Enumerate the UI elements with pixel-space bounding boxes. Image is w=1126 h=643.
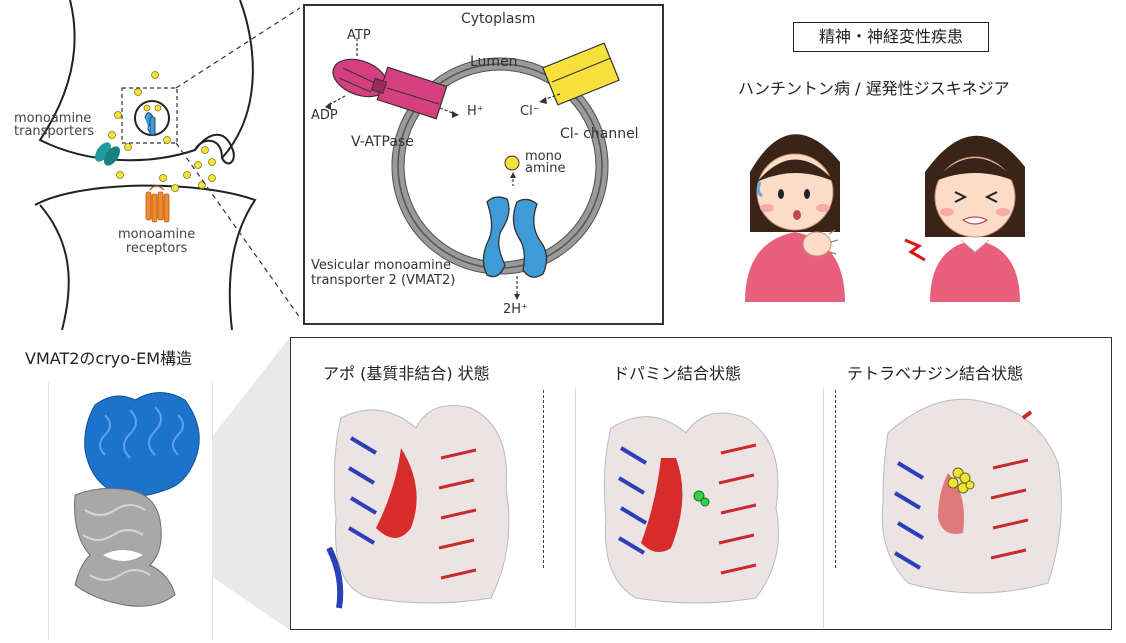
vmat2-label: Vesicular monoamine transporter 2 (VMAT2… <box>311 258 456 288</box>
vesicle-illustration <box>325 38 620 300</box>
disease-subtitle: ハンチントン病 / 遅発性ジスキネジア <box>738 79 1010 98</box>
atp-label: ATP <box>347 28 371 43</box>
h-plus-label: H⁺ <box>467 104 484 119</box>
panel-dash-1 <box>543 390 544 568</box>
patient-huntington <box>745 134 845 302</box>
lumen-label: Lumen <box>470 54 518 70</box>
disease-title: 精神・神経変性疾患 <box>818 27 963 46</box>
presynaptic-membrane <box>38 0 254 165</box>
monoamine-transporter-shape <box>95 142 120 166</box>
monoamine-receptor-shape <box>145 185 170 223</box>
adp-label: ADP <box>311 108 338 123</box>
monoamine-label: mono amine <box>525 149 566 176</box>
patient-illustrations <box>745 134 1025 302</box>
v-atpase-label: V-ATPase <box>351 134 414 150</box>
cryo-em-title: VMAT2のcryo-EM構造 <box>25 349 193 368</box>
patient-dyskinesia <box>904 135 1025 302</box>
monoamine-dots <box>108 71 216 192</box>
zoom-wedge <box>212 337 290 630</box>
state-panels-box: アポ (基質非結合) 状態 ドパミン結合状態 テトラベナジン結合状態 <box>290 337 1112 630</box>
zoom-source-box <box>121 87 178 144</box>
vmat2-shape <box>482 196 548 278</box>
receptors-label: monoamine receptors <box>118 227 196 256</box>
structure-dopamine <box>603 412 779 604</box>
cryo-blue-region <box>84 392 200 497</box>
panel-dash-2 <box>835 390 836 568</box>
postsynaptic-membrane <box>34 184 257 330</box>
synapse-diagram <box>34 0 300 330</box>
cl-channel-shape <box>542 42 620 106</box>
structure-tetrabenazine <box>881 398 1062 594</box>
cryo-gray-region <box>74 487 176 607</box>
cryo-em-structure <box>74 392 200 607</box>
panel-rule-1 <box>575 388 576 628</box>
cryo-left-rule <box>48 382 49 640</box>
panel-rule-2 <box>823 388 824 628</box>
v-atpase-shape <box>332 58 448 120</box>
panel-title-apo: アポ (基質非結合) 状態 <box>323 364 490 383</box>
panel-title-dopamine: ドパミン結合状態 <box>613 364 742 383</box>
cl-minus-label: Cl⁻ <box>520 104 540 119</box>
transporters-label: monoamine transporters <box>14 111 95 139</box>
structure-apo <box>326 405 510 609</box>
disease-title-box: 精神・神経変性疾患 <box>793 22 989 52</box>
panel-title-tetrabenazine: テトラベナジン結合状態 <box>847 364 1024 383</box>
cytoplasm-label: Cytoplasm <box>461 11 536 27</box>
cl-channel-label: Cl- channel <box>560 126 639 142</box>
vesicle-zoom-box: Cytoplasm Lumen ATP ADP H⁺ V-ATPase Cl⁻ … <box>303 4 664 325</box>
two-h-plus-label: 2H⁺ <box>503 302 528 317</box>
